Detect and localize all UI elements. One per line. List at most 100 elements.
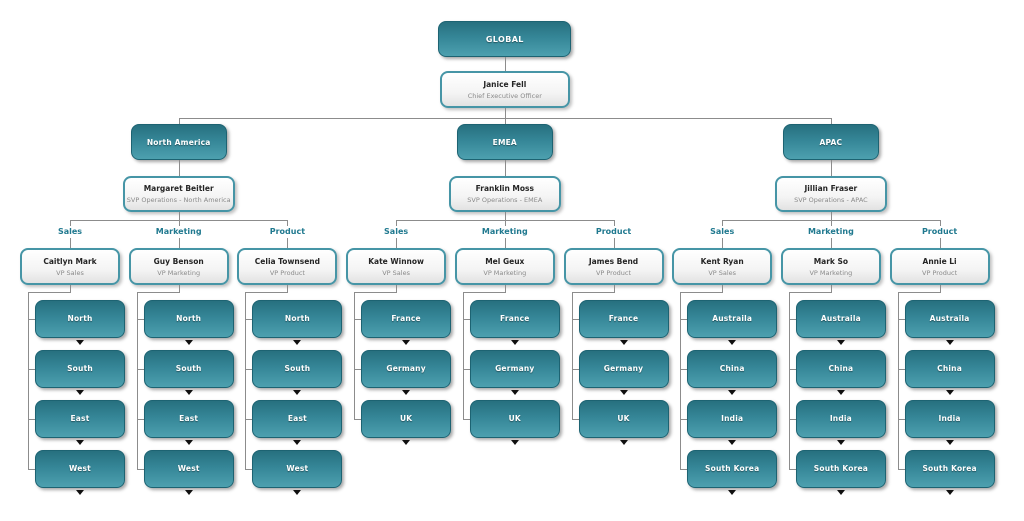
collapsed-children-icon[interactable] bbox=[728, 339, 737, 345]
territory-node[interactable]: France bbox=[469, 300, 560, 338]
territory-node[interactable]: South bbox=[252, 350, 343, 388]
person-name: Annie Li bbox=[922, 256, 957, 266]
territory-node[interactable]: Austraila bbox=[795, 300, 886, 338]
collapsed-children-icon[interactable] bbox=[293, 389, 302, 395]
collapsed-children-icon[interactable] bbox=[945, 489, 954, 495]
region-node[interactable]: EMEA bbox=[456, 124, 553, 160]
territory-node[interactable]: India bbox=[795, 400, 886, 438]
collapsed-children-icon[interactable] bbox=[184, 389, 193, 395]
territory-node[interactable]: South Korea bbox=[904, 450, 995, 488]
territory-node[interactable]: South bbox=[35, 350, 125, 388]
collapsed-children-icon[interactable] bbox=[76, 389, 84, 395]
territory-node[interactable]: West bbox=[143, 450, 234, 488]
territory-node[interactable]: West bbox=[252, 450, 343, 488]
connector-line bbox=[788, 468, 796, 470]
territory-node[interactable]: Germany bbox=[361, 350, 452, 388]
territory-node[interactable]: UK bbox=[578, 400, 669, 438]
territory-node[interactable]: India bbox=[687, 400, 778, 438]
connector-line bbox=[830, 212, 832, 220]
territory-node[interactable]: China bbox=[795, 350, 886, 388]
territory-node[interactable]: East bbox=[35, 400, 125, 438]
collapsed-children-icon[interactable] bbox=[728, 439, 737, 445]
root-node[interactable]: GLOBAL bbox=[438, 21, 572, 57]
collapsed-children-icon[interactable] bbox=[945, 439, 954, 445]
collapsed-children-icon[interactable] bbox=[836, 389, 845, 395]
node-label: France bbox=[608, 314, 639, 324]
collapsed-children-icon[interactable] bbox=[76, 339, 84, 345]
node-label: South bbox=[67, 364, 93, 374]
person-title: Chief Executive Officer bbox=[467, 91, 542, 100]
territory-node[interactable]: North bbox=[35, 300, 125, 338]
territory-node[interactable]: North bbox=[252, 300, 343, 338]
territory-node[interactable]: France bbox=[578, 300, 669, 338]
territory-node[interactable]: Germany bbox=[469, 350, 560, 388]
territory-node[interactable]: UK bbox=[469, 400, 560, 438]
connector-line bbox=[136, 292, 138, 469]
collapsed-children-icon[interactable] bbox=[619, 389, 628, 395]
collapsed-children-icon[interactable] bbox=[402, 439, 411, 445]
person-title: SVP Operations - APAC bbox=[794, 196, 868, 204]
territory-node[interactable]: France bbox=[361, 300, 452, 338]
territory-node[interactable]: UK bbox=[361, 400, 452, 438]
person-title: SVP Operations - EMEA bbox=[467, 196, 543, 204]
territory-node[interactable]: East bbox=[252, 400, 343, 438]
collapsed-children-icon[interactable] bbox=[402, 389, 411, 395]
collapsed-children-icon[interactable] bbox=[619, 339, 628, 345]
collapsed-children-icon[interactable] bbox=[184, 339, 193, 345]
collapsed-children-icon[interactable] bbox=[402, 339, 411, 345]
connector-line bbox=[396, 238, 398, 248]
collapsed-children-icon[interactable] bbox=[76, 439, 84, 445]
collapsed-children-icon[interactable] bbox=[945, 389, 954, 395]
collapsed-children-icon[interactable] bbox=[293, 339, 302, 345]
collapsed-children-icon[interactable] bbox=[836, 439, 845, 445]
collapsed-children-icon[interactable] bbox=[76, 489, 84, 495]
node-label: South bbox=[175, 364, 202, 374]
collapsed-children-icon[interactable] bbox=[728, 389, 737, 395]
territory-node[interactable]: China bbox=[904, 350, 995, 388]
connector-line bbox=[70, 285, 71, 292]
region-node[interactable]: North America bbox=[130, 124, 227, 160]
collapsed-children-icon[interactable] bbox=[945, 339, 954, 345]
collapsed-children-icon[interactable] bbox=[510, 439, 519, 445]
collapsed-children-icon[interactable] bbox=[619, 439, 628, 445]
collapsed-children-icon[interactable] bbox=[836, 339, 845, 345]
collapsed-children-icon[interactable] bbox=[293, 489, 302, 495]
department-label: Marketing bbox=[481, 227, 528, 236]
collapsed-children-icon[interactable] bbox=[510, 389, 519, 395]
connector-line bbox=[571, 292, 573, 419]
territory-node[interactable]: South bbox=[143, 350, 234, 388]
territory-node[interactable]: India bbox=[904, 400, 995, 438]
territory-node[interactable]: West bbox=[35, 450, 125, 488]
territory-node[interactable]: Austraila bbox=[904, 300, 995, 338]
territory-node[interactable]: China bbox=[687, 350, 778, 388]
collapsed-children-icon[interactable] bbox=[184, 439, 193, 445]
connector-line bbox=[830, 118, 832, 124]
territory-node[interactable]: North bbox=[143, 300, 234, 338]
territory-node[interactable]: Germany bbox=[578, 350, 669, 388]
collapsed-children-icon[interactable] bbox=[184, 489, 193, 495]
region-node[interactable]: APAC bbox=[782, 124, 879, 160]
territory-node[interactable]: South Korea bbox=[795, 450, 886, 488]
territory-node[interactable]: Austraila bbox=[687, 300, 778, 338]
collapsed-children-icon[interactable] bbox=[293, 439, 302, 445]
collapsed-children-icon[interactable] bbox=[728, 489, 737, 495]
territory-node[interactable]: East bbox=[143, 400, 234, 438]
connector-line bbox=[178, 285, 180, 292]
territory-node[interactable]: South Korea bbox=[687, 450, 778, 488]
collapsed-children-icon[interactable] bbox=[510, 339, 519, 345]
collapsed-children-icon[interactable] bbox=[836, 489, 845, 495]
connector-line bbox=[28, 418, 35, 420]
